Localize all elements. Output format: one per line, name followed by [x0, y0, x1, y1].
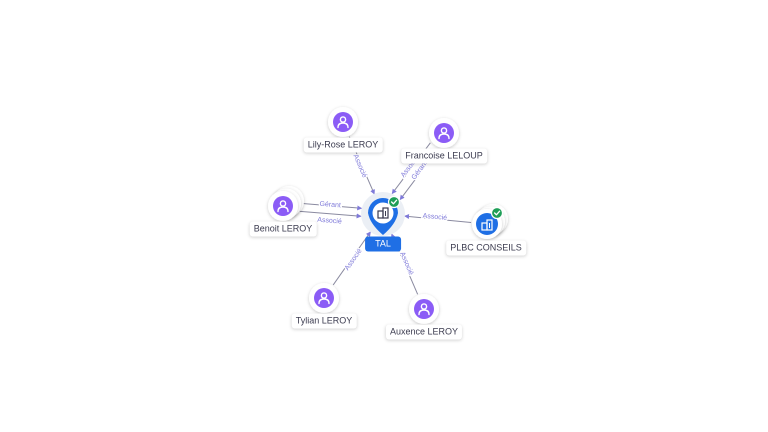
node-plbc[interactable]: [472, 204, 508, 239]
center-node-label[interactable]: TAL: [365, 236, 401, 252]
node-label-tylian[interactable]: Tylian LEROY: [291, 313, 357, 329]
node-lily[interactable]: [328, 107, 358, 137]
person-icon: [414, 299, 434, 319]
edge-role-label-halo: Associé: [317, 217, 342, 226]
node-label-francoise[interactable]: Francoise LELOUP: [401, 148, 487, 164]
node-label-plbc[interactable]: PLBC CONSEILS: [446, 240, 526, 256]
edge-role-label-halo: Gérant: [319, 201, 341, 210]
edge-role-label: Associé: [344, 248, 364, 272]
person-icon: [434, 123, 454, 143]
node-francoise[interactable]: [429, 118, 459, 148]
edge-role-label-halo: Associé: [422, 213, 447, 222]
nodes-layer: [268, 107, 508, 324]
node-label-auxence[interactable]: Auxence LEROY: [385, 324, 463, 340]
node-benoit[interactable]: [268, 186, 304, 221]
building-icon: [377, 207, 389, 219]
node-label-lily[interactable]: Lily-Rose LEROY: [303, 137, 383, 153]
edge-role-label: Associé: [352, 154, 368, 179]
edge-role-label: Gérant: [319, 201, 341, 210]
node-label-benoit[interactable]: Benoit LEROY: [249, 221, 317, 237]
edge-line: [298, 210, 362, 219]
node-auxence[interactable]: [409, 294, 439, 324]
building-icon: [481, 219, 493, 231]
edge-role-label: Associé: [398, 251, 414, 276]
node-center[interactable]: [361, 192, 405, 236]
edge-line: [299, 202, 363, 211]
node-tylian[interactable]: [309, 283, 339, 313]
edge-line: [332, 231, 371, 286]
person-icon: [333, 112, 353, 132]
edge-role-label: Associé: [422, 213, 447, 222]
person-icon: [273, 196, 293, 216]
verified-check-icon: [387, 195, 401, 209]
verified-check-icon: [490, 206, 504, 220]
person-icon: [314, 288, 334, 308]
edge-role-label: Associé: [317, 217, 342, 226]
edge-line: [404, 214, 472, 223]
